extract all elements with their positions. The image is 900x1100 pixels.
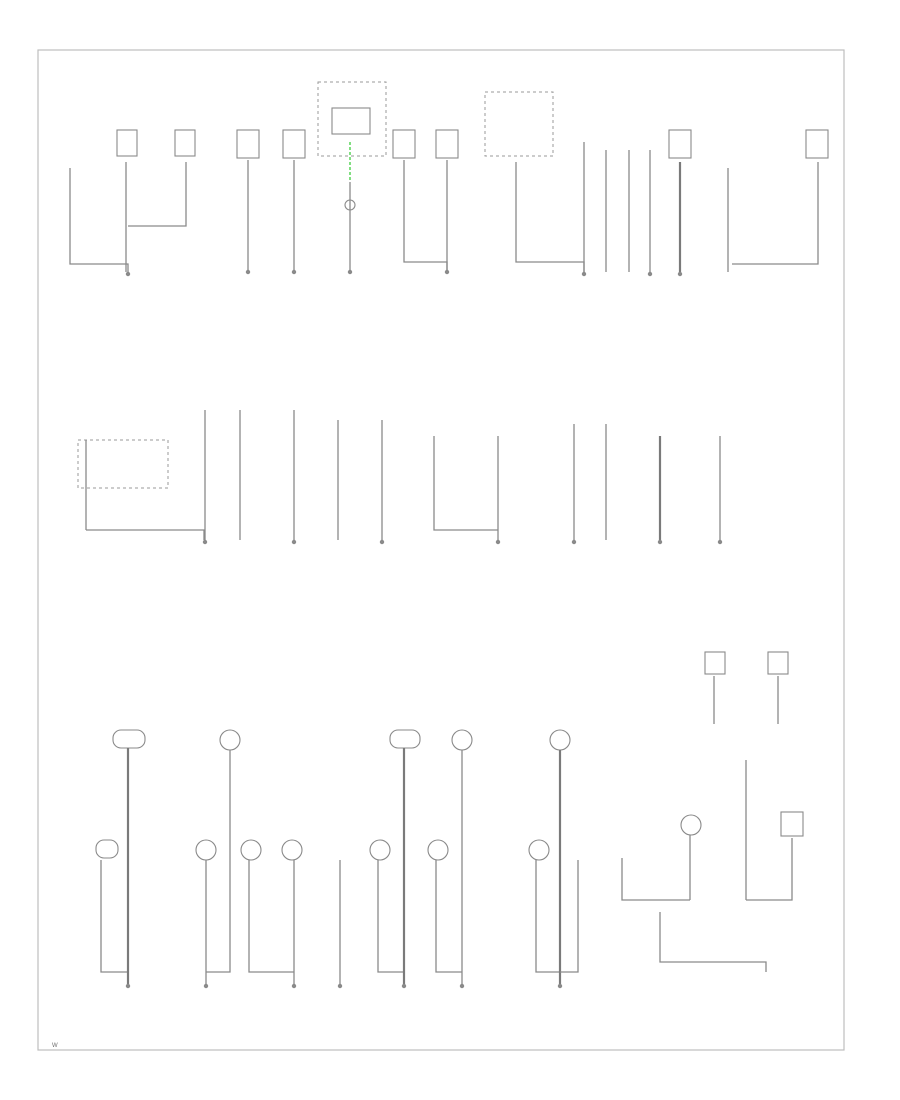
lamp-socket bbox=[95, 839, 119, 859]
component-connector bbox=[392, 129, 416, 159]
ground-point bbox=[291, 983, 297, 989]
wire bbox=[128, 162, 187, 227]
ground-point bbox=[581, 271, 587, 277]
middle-section bbox=[77, 410, 723, 545]
wire bbox=[248, 860, 294, 973]
ground-point bbox=[401, 983, 407, 989]
component-connector bbox=[805, 129, 829, 159]
lamp-socket bbox=[240, 839, 262, 861]
lamp-socket bbox=[427, 839, 449, 861]
ground-point bbox=[337, 983, 343, 989]
ground-point bbox=[459, 983, 465, 989]
component-connector bbox=[668, 129, 692, 159]
bottom-section bbox=[95, 651, 804, 989]
wire bbox=[621, 858, 690, 901]
ground-point bbox=[444, 269, 450, 275]
component-connector bbox=[435, 129, 459, 159]
ground-point bbox=[571, 539, 577, 545]
ground-point bbox=[245, 269, 251, 275]
ground-point bbox=[347, 269, 353, 275]
lamp-socket bbox=[680, 814, 702, 836]
ground-point bbox=[202, 539, 208, 545]
wire bbox=[69, 168, 129, 272]
wire bbox=[100, 860, 129, 984]
component-connector bbox=[780, 811, 804, 837]
diagram-frame bbox=[37, 49, 845, 1051]
lamp-socket bbox=[549, 729, 571, 751]
wire bbox=[206, 750, 231, 973]
wire bbox=[659, 912, 767, 972]
ground-point bbox=[557, 983, 563, 989]
footer-tag: W bbox=[52, 1043, 58, 1049]
ground-point bbox=[647, 271, 653, 277]
fuse-block-outline bbox=[77, 439, 169, 489]
lamp-socket bbox=[219, 729, 241, 751]
lamp-socket bbox=[112, 729, 146, 749]
lamp-socket bbox=[528, 839, 550, 861]
ground-point bbox=[717, 539, 723, 545]
lamp-socket bbox=[369, 839, 391, 861]
component-connector bbox=[174, 129, 196, 157]
junction-block-outline bbox=[484, 91, 554, 157]
top-section bbox=[69, 81, 829, 277]
wire bbox=[535, 860, 560, 973]
wire bbox=[746, 838, 793, 901]
wire bbox=[433, 436, 498, 531]
wire bbox=[435, 860, 462, 973]
wire bbox=[377, 860, 404, 973]
wire bbox=[732, 162, 819, 265]
ground-point bbox=[677, 271, 683, 277]
ground-point bbox=[379, 539, 385, 545]
component-connector bbox=[236, 129, 260, 159]
lamp-socket bbox=[195, 839, 217, 861]
ground-point bbox=[125, 271, 131, 277]
ground-point bbox=[203, 983, 209, 989]
component-connector bbox=[116, 129, 138, 157]
lamp-socket bbox=[281, 839, 303, 861]
ground-point bbox=[291, 539, 297, 545]
lamp-socket bbox=[389, 729, 421, 749]
wire bbox=[86, 529, 205, 540]
component-connector bbox=[704, 651, 726, 675]
ground-point bbox=[495, 539, 501, 545]
wire bbox=[403, 160, 448, 270]
relay-box-outline bbox=[317, 81, 387, 157]
component-connector bbox=[282, 129, 306, 159]
relay-module bbox=[331, 107, 371, 135]
lamp-socket bbox=[451, 729, 473, 751]
wire bbox=[515, 162, 585, 272]
ground-point bbox=[657, 539, 663, 545]
ground-point bbox=[291, 269, 297, 275]
ground-point bbox=[125, 983, 131, 989]
component-connector bbox=[767, 651, 789, 675]
wire bbox=[560, 860, 579, 973]
